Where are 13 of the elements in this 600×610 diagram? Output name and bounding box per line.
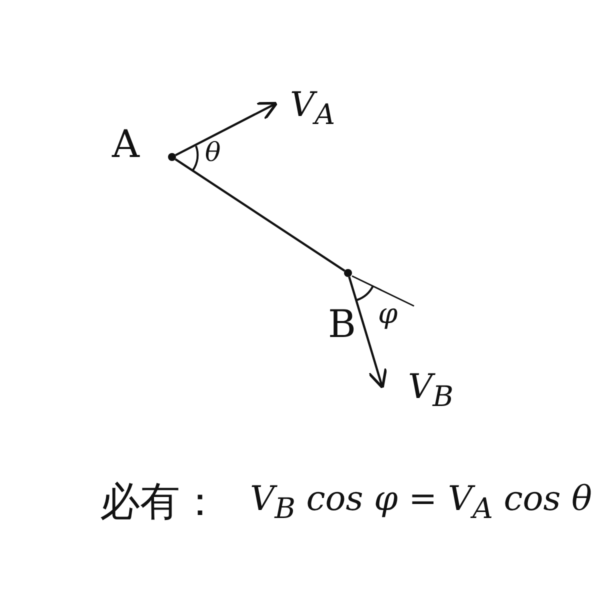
velocity-label: V$_{A}$	[290, 88, 336, 130]
point-dot	[168, 153, 176, 161]
velocity-arrow	[348, 276, 388, 389]
point-label: B	[328, 305, 356, 343]
formula-label: 必有：	[100, 482, 220, 522]
angle-label: φ	[378, 300, 398, 328]
angle-label: θ	[205, 140, 221, 166]
rod-line	[174, 158, 346, 272]
velocity-label: V$_{B}$	[408, 370, 454, 412]
velocity-arrow	[175, 102, 278, 156]
point-label: A	[112, 125, 140, 163]
point-dot	[344, 269, 352, 277]
equation: V$_{B}$ cos φ = V$_{A}$ cos θ	[250, 482, 592, 524]
